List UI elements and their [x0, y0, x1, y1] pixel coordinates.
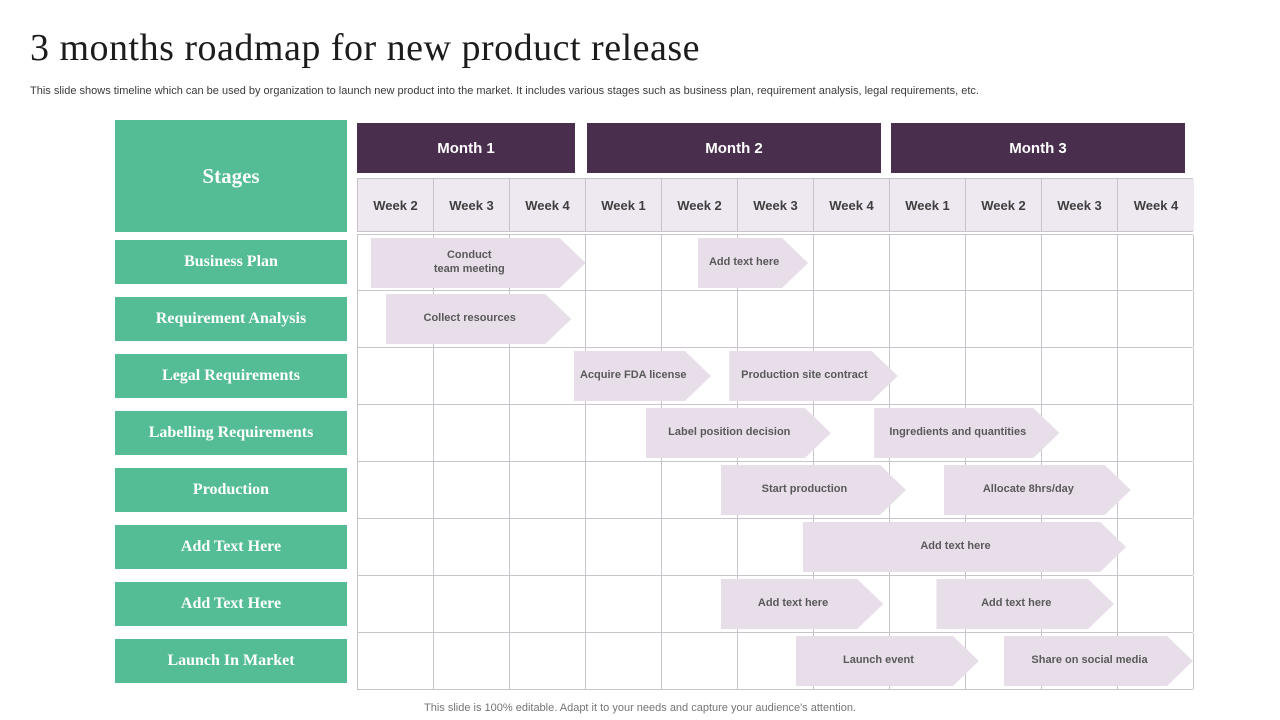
task-bar[interactable]: Share on social media — [1004, 636, 1193, 686]
grid-cell — [358, 633, 434, 689]
week-cell: Week 4 — [510, 179, 586, 231]
task-bar[interactable]: Allocate 8hrs/day — [944, 465, 1131, 515]
week-cell: Week 2 — [966, 179, 1042, 231]
grid-cell — [586, 519, 662, 575]
grid-cell — [586, 576, 662, 632]
grid-cell — [966, 235, 1042, 290]
grid-cell — [586, 235, 662, 290]
grid-cell — [586, 462, 662, 518]
grid-cell — [1118, 291, 1194, 347]
grid-cell — [586, 633, 662, 689]
grid-cell — [814, 291, 890, 347]
grid-cell — [586, 291, 662, 347]
grid-cell — [358, 576, 434, 632]
grid-cell — [1118, 519, 1194, 575]
grid-cell — [434, 519, 510, 575]
task-bar[interactable]: Launch event — [796, 636, 979, 686]
grid-cell — [434, 633, 510, 689]
grid-cell — [966, 348, 1042, 404]
grid-cell — [358, 405, 434, 461]
grid-cell — [966, 291, 1042, 347]
grid-cell — [434, 462, 510, 518]
grid-cell — [662, 633, 738, 689]
grid-cell — [358, 462, 434, 518]
grid-cell — [510, 519, 586, 575]
timeline-row: Launch event Share on social media — [357, 633, 1194, 690]
task-bar[interactable]: Label position decision — [646, 408, 831, 458]
stage-box[interactable]: Launch In Market — [115, 639, 347, 683]
grid-cell — [1118, 405, 1194, 461]
grid-cell — [434, 576, 510, 632]
week-cell: Week 4 — [1118, 179, 1194, 231]
timeline-row: Add text here — [357, 519, 1194, 576]
week-cell: Week 3 — [738, 179, 814, 231]
grid-cell — [1118, 235, 1194, 290]
page-title: 3 months roadmap for new product release — [30, 27, 701, 69]
week-cell: Week 2 — [662, 179, 738, 231]
task-bar[interactable]: Acquire FDA license — [574, 351, 711, 401]
slide-footer: This slide is 100% editable. Adapt it to… — [424, 702, 856, 714]
grid-cell — [434, 405, 510, 461]
stage-box[interactable]: Labelling Requirements — [115, 411, 347, 455]
week-cell: Week 4 — [814, 179, 890, 231]
month-header[interactable]: Month 2 — [587, 123, 881, 173]
stage-box[interactable]: Business Plan — [115, 240, 347, 284]
grid-cell — [738, 291, 814, 347]
grid-cell — [662, 291, 738, 347]
stage-box[interactable]: Add Text Here — [115, 525, 347, 569]
grid-cell — [358, 348, 434, 404]
week-cell: Week 3 — [434, 179, 510, 231]
stages-header: Stages — [115, 120, 347, 232]
week-cell: Week 2 — [358, 179, 434, 231]
task-bar[interactable]: Ingredients and quantities — [874, 408, 1059, 458]
timeline-row: Label position decision Ingredients and q… — [357, 405, 1194, 462]
stage-box[interactable]: Requirement Analysis — [115, 297, 347, 341]
grid-cell — [1118, 576, 1194, 632]
grid-cell — [738, 519, 814, 575]
month-header[interactable]: Month 3 — [891, 123, 1185, 173]
task-bar[interactable]: Production site contract — [729, 351, 898, 401]
timeline-row: Conduct team meeting Add text here — [357, 234, 1194, 291]
task-bar[interactable]: Add text here — [803, 522, 1126, 572]
grid-cell — [510, 405, 586, 461]
grid-cell — [890, 348, 966, 404]
task-bar[interactable]: Add text here — [721, 579, 883, 629]
task-bar[interactable]: Conduct team meeting — [371, 238, 586, 288]
grid-cell — [1042, 291, 1118, 347]
page-subtitle: This slide shows timeline which can be u… — [30, 85, 979, 97]
grid-cell — [890, 291, 966, 347]
grid-cell — [510, 633, 586, 689]
grid-cell — [1118, 348, 1194, 404]
timeline-row: Start production Allocate 8hrs/day — [357, 462, 1194, 519]
grid-cell — [662, 519, 738, 575]
task-bar[interactable]: Add text here — [698, 238, 808, 288]
week-cell: Week 1 — [890, 179, 966, 231]
grid-cell — [434, 348, 510, 404]
week-cell: Week 1 — [586, 179, 662, 231]
task-bar[interactable]: Add text here — [936, 579, 1114, 629]
task-bar[interactable]: Collect resources — [386, 294, 571, 344]
grid-cell — [510, 462, 586, 518]
timeline-row: Collect resources — [357, 291, 1194, 348]
grid-cell — [358, 519, 434, 575]
month-header[interactable]: Month 1 — [357, 123, 575, 173]
grid-cell — [1042, 348, 1118, 404]
grid-cell — [510, 576, 586, 632]
week-cell: Week 3 — [1042, 179, 1118, 231]
stage-box[interactable]: Add Text Here — [115, 582, 347, 626]
stage-box[interactable]: Production — [115, 468, 347, 512]
grid-cell — [814, 235, 890, 290]
timeline-row: Acquire FDA license Production site contr… — [357, 348, 1194, 405]
task-bar[interactable]: Start production — [721, 465, 906, 515]
grid-cell — [1042, 235, 1118, 290]
timeline-row: Add text here Add text here — [357, 576, 1194, 633]
stage-box[interactable]: Legal Requirements — [115, 354, 347, 398]
grid-cell — [890, 235, 966, 290]
